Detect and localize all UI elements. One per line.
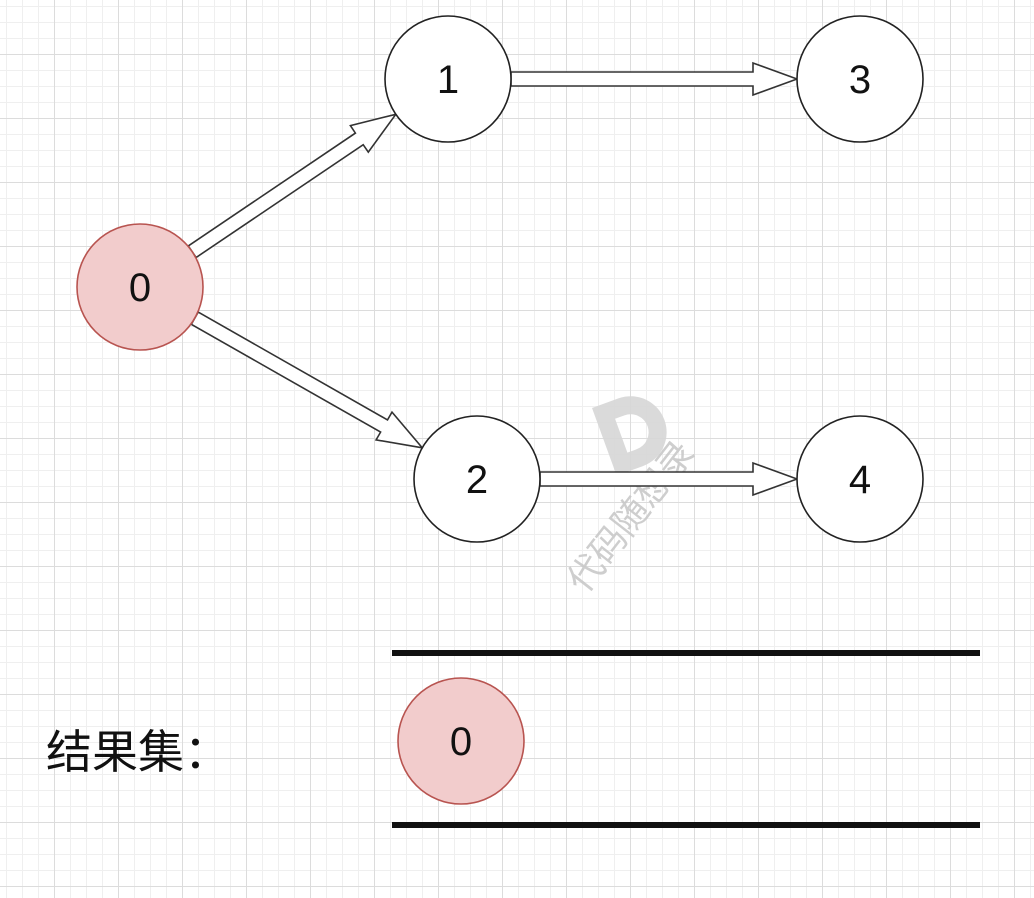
result-item-circle — [397, 677, 525, 805]
node-label: 2 — [466, 458, 488, 502]
graph-node-0: 0 — [76, 223, 204, 351]
result-set: 结果集： 0 — [46, 650, 980, 828]
graph-node-1: 1 — [384, 15, 512, 143]
graph-node-4: 4 — [796, 415, 924, 543]
node-circle — [796, 415, 924, 543]
node-label: 4 — [849, 458, 871, 502]
edge-arrow-0-1 — [187, 112, 398, 259]
node-circle — [384, 15, 512, 143]
node-label: 1 — [437, 58, 459, 102]
node-circle — [413, 415, 541, 543]
result-set-title: 结果集： — [46, 726, 230, 778]
watermark: 代码随想录 — [560, 396, 703, 601]
edge-layer — [187, 61, 800, 497]
edge-arrow-2-4 — [539, 461, 800, 497]
node-circle — [76, 223, 204, 351]
node-label: 3 — [849, 58, 871, 102]
graph-node-2: 2 — [413, 415, 541, 543]
code-logo-icon — [592, 396, 667, 476]
node-circle — [796, 15, 924, 143]
result-items: 0 — [397, 677, 525, 805]
result-item: 0 — [397, 677, 525, 805]
graph-node-3: 3 — [796, 15, 924, 143]
edge-arrow-1-3 — [510, 61, 800, 97]
node-label: 0 — [129, 266, 151, 310]
node-layer: 0 1 2 3 4 — [76, 15, 924, 543]
edge-arrow-0-2 — [190, 311, 425, 449]
result-item-label: 0 — [450, 720, 472, 764]
